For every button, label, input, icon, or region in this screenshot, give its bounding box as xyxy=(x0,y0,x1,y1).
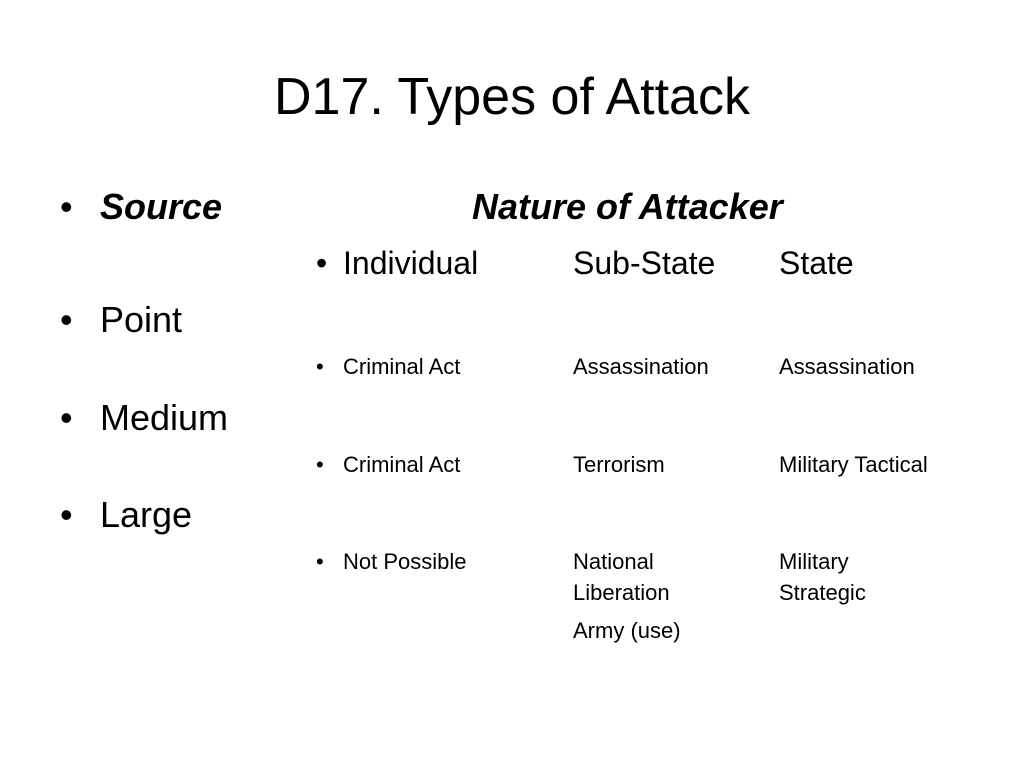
bullet-source: • Source xyxy=(60,187,222,227)
source-item-large: Large xyxy=(100,494,193,535)
column-header-bullet: • xyxy=(316,245,328,281)
column-header-state: State xyxy=(779,245,854,281)
row-bullet: • xyxy=(316,549,324,574)
row3-sub-state-line1: National xyxy=(573,549,654,574)
column-header-sub-state: Sub-State xyxy=(573,245,716,281)
bullet-dot: • xyxy=(60,397,73,438)
bullet-dot: • xyxy=(60,299,73,340)
bullet-large: • Large xyxy=(60,495,192,535)
bullet-dot: • xyxy=(60,186,73,227)
source-item-medium: Medium xyxy=(100,397,229,438)
row1-sub-state: Assassination xyxy=(573,354,709,379)
source-header: Source xyxy=(100,186,223,227)
row3-sub-state-line3: Army (use) xyxy=(573,618,681,643)
row2-state: Military Tactical xyxy=(779,452,928,477)
row-bullet: • xyxy=(316,452,324,477)
source-item-point: Point xyxy=(100,299,183,340)
row3-state-line2: Strategic xyxy=(779,580,866,605)
row2-sub-state: Terrorism xyxy=(573,452,665,477)
column-header-individual: Individual xyxy=(343,245,479,281)
nature-of-attacker-header: Nature of Attacker xyxy=(472,186,783,227)
row-bullet: • xyxy=(316,354,324,379)
row3-individual: Not Possible xyxy=(343,549,467,574)
row3-sub-state-line2: Liberation xyxy=(573,580,670,605)
row1-individual: Criminal Act xyxy=(343,354,461,379)
row2-individual: Criminal Act xyxy=(343,452,461,477)
row1-state: Assassination xyxy=(779,354,915,379)
bullet-medium: • Medium xyxy=(60,398,228,438)
bullet-dot: • xyxy=(60,494,73,535)
slide-title: D17. Types of Attack xyxy=(274,68,750,126)
row3-state-line1: Military xyxy=(779,549,849,574)
bullet-point: • Point xyxy=(60,300,182,340)
